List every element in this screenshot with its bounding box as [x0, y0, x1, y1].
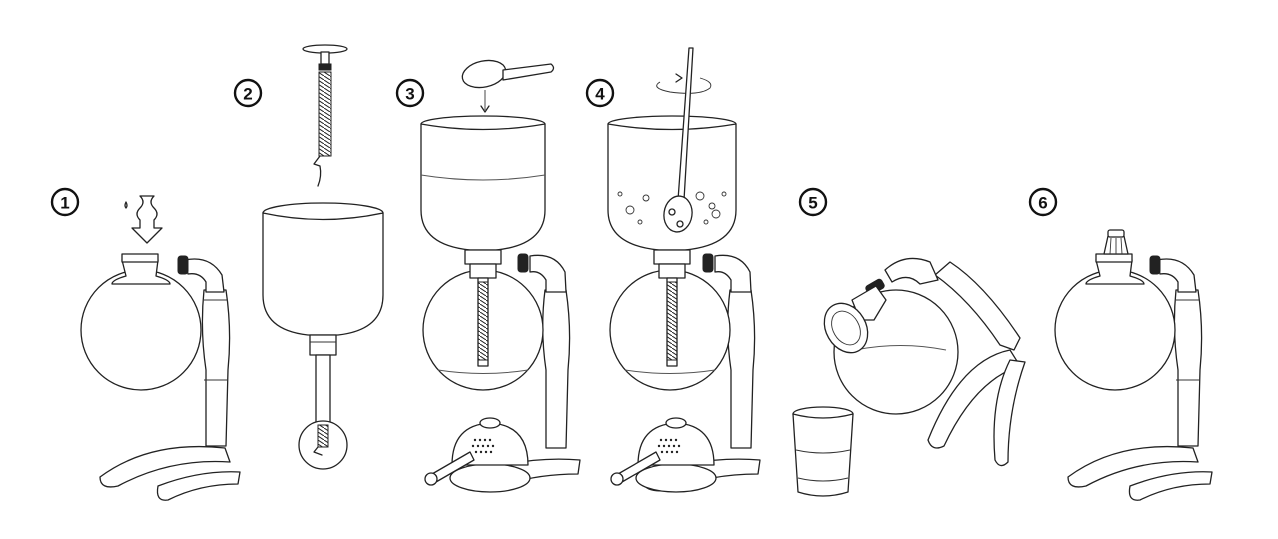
- step-1-number: 1: [60, 194, 69, 213]
- step-4: 4: [585, 47, 761, 493]
- step-3: 3: [395, 59, 581, 493]
- step-5-badge: 5: [798, 187, 828, 217]
- coffee-scoop: [461, 59, 555, 113]
- step-5: 5: [792, 187, 1026, 497]
- step-4-badge: 4: [585, 78, 615, 108]
- step-6: 6: [1028, 187, 1213, 501]
- filter-with-chain: [302, 44, 348, 187]
- stand-base: [99, 445, 231, 488]
- stand-arm: [201, 289, 231, 447]
- bubbles: [617, 191, 727, 225]
- stir-arrow-icon: [656, 77, 712, 94]
- step-1: 1: [50, 187, 241, 501]
- step-2: 2: [233, 44, 384, 470]
- serving-cup: [792, 406, 854, 497]
- step-6-badge: 6: [1028, 187, 1058, 217]
- burner: [424, 417, 531, 493]
- step-3-number: 3: [405, 85, 414, 104]
- stirring-paddle: [663, 47, 694, 233]
- lower-flask: [80, 269, 202, 391]
- step-6-number: 6: [1038, 194, 1047, 213]
- upper-bowl: [262, 202, 384, 470]
- step-4-number: 4: [595, 85, 605, 104]
- step-2-badge: 2: [233, 78, 263, 108]
- step-2-number: 2: [243, 85, 252, 104]
- step-5-number: 5: [808, 194, 817, 213]
- flask-stopper: [1103, 229, 1129, 255]
- step-1-badge: 1: [50, 187, 80, 217]
- step-3-badge: 3: [395, 78, 425, 108]
